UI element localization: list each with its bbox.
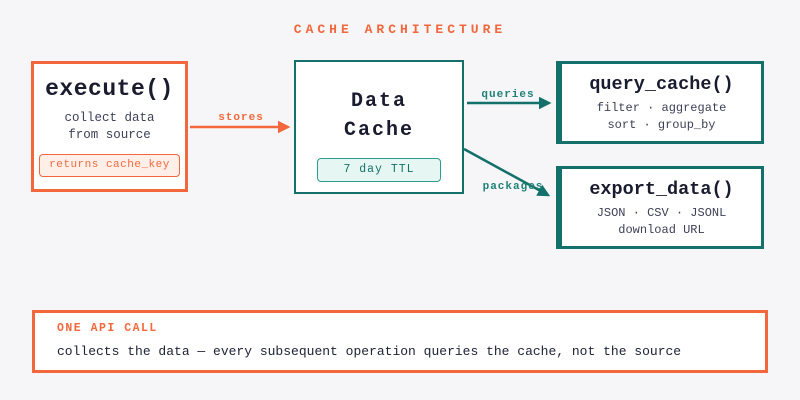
stores-arrow-label: stores xyxy=(218,112,264,124)
query-cache-desc-line2: sort · group_by xyxy=(607,117,716,132)
node-execute: execute() collect data from source retur… xyxy=(31,61,188,192)
export-data-desc-line2: download URL xyxy=(618,222,705,237)
export-data-heading: export_data() xyxy=(589,179,734,200)
api-call-note: ONE API CALL collects the data — every s… xyxy=(32,310,768,373)
packages-arrow-label: packages xyxy=(483,181,544,193)
node-export-data: export_data() JSON · CSV · JSONL downloa… xyxy=(556,166,764,249)
data-cache-heading-line1: Data xyxy=(350,90,407,113)
query-cache-heading: query_cache() xyxy=(589,74,734,95)
node-data-cache: Data Cache 7 day TTL xyxy=(294,60,464,194)
node-query-cache: query_cache() filter · aggregate sort · … xyxy=(556,61,764,144)
export-data-desc-line1: JSON · CSV · JSONL xyxy=(596,206,727,221)
note-body: collects the data — every subsequent ope… xyxy=(57,344,682,359)
execute-returns-badge: returns cache_key xyxy=(39,154,180,178)
execute-heading: execute() xyxy=(45,76,174,102)
diagram-title: CACHE ARCHITECTURE xyxy=(293,22,507,37)
data-cache-heading-line2: Cache xyxy=(343,119,414,142)
execute-description: collect data from source xyxy=(64,110,154,144)
execute-desc-line2: from source xyxy=(68,128,151,143)
note-heading: ONE API CALL xyxy=(57,322,158,335)
queries-arrow-label: queries xyxy=(481,89,534,101)
query-cache-description: filter · aggregate sort · group_by xyxy=(597,100,727,133)
ttl-badge: 7 day TTL xyxy=(317,158,441,182)
packages-arrow xyxy=(463,147,551,197)
execute-desc-line1: collect data xyxy=(64,111,155,126)
query-cache-desc-line1: filter · aggregate xyxy=(596,101,727,116)
export-data-description: JSON · CSV · JSONL download URL xyxy=(597,205,727,238)
data-cache-heading: Data Cache xyxy=(344,87,414,145)
